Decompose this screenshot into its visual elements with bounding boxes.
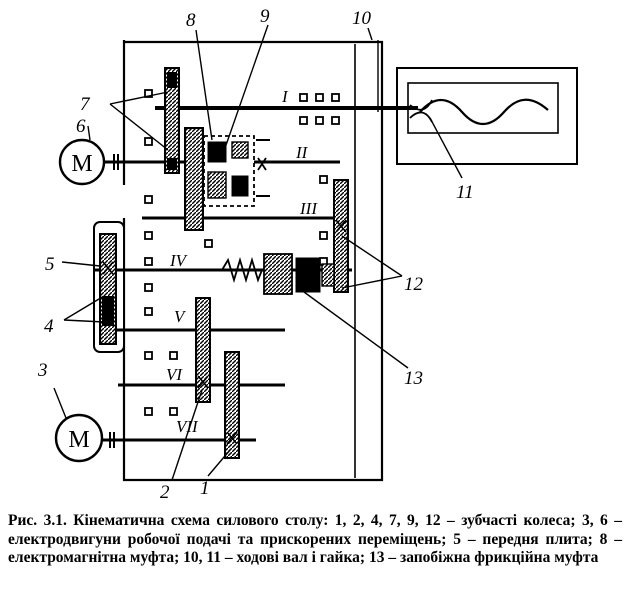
shaft-IV: IV [169, 251, 189, 270]
shaft-III: III [299, 199, 318, 218]
motor-6: M [58, 138, 126, 186]
motor-3-symbol: M [68, 427, 89, 453]
lead-screw-shaft [155, 40, 418, 112]
shaft-V: V [174, 307, 187, 326]
part-number-labels: 8 9 10 7 6 11 5 12 4 13 3 2 1 [37, 6, 474, 503]
table-box [396, 67, 578, 165]
shaft-I: I [281, 87, 289, 106]
kinematic-diagram: M M 8 9 10 7 6 11 5 [37, 6, 578, 503]
label-1: 1 [200, 478, 210, 499]
label-12: 12 [404, 274, 424, 295]
label-9: 9 [260, 6, 270, 27]
friction-clutch-13 [221, 253, 335, 295]
motor-3: M [54, 413, 120, 463]
label-11: 11 [456, 182, 474, 203]
motor-6-symbol: M [71, 151, 92, 177]
label-8: 8 [186, 10, 196, 31]
label-7: 7 [80, 94, 91, 115]
gear-7 [164, 67, 180, 174]
caption-text: Рис. 3.1. Кінематична схема силового сто… [8, 512, 622, 566]
label-13: 13 [404, 368, 423, 389]
gear-1 [224, 351, 240, 459]
shaft-II: II [295, 143, 309, 162]
gear-2 [195, 297, 211, 403]
label-6: 6 [76, 116, 86, 137]
shaft-numeral-labels: I II III IV V VI VII [166, 87, 318, 436]
gear-4 [99, 233, 117, 345]
leader-lines [53, 24, 463, 481]
bearings [144, 89, 340, 448]
shaft-VI: VI [166, 365, 183, 384]
label-2: 2 [160, 482, 170, 503]
figure-caption: Рис. 3.1. Кінематична схема силового сто… [8, 512, 622, 568]
shaft-VII: VII [176, 417, 199, 436]
clutch-8-gear-9 [184, 127, 270, 231]
gear-12 [333, 179, 349, 293]
label-5: 5 [45, 254, 55, 275]
label-3: 3 [37, 360, 48, 381]
label-10: 10 [352, 8, 372, 29]
label-4: 4 [44, 316, 54, 337]
